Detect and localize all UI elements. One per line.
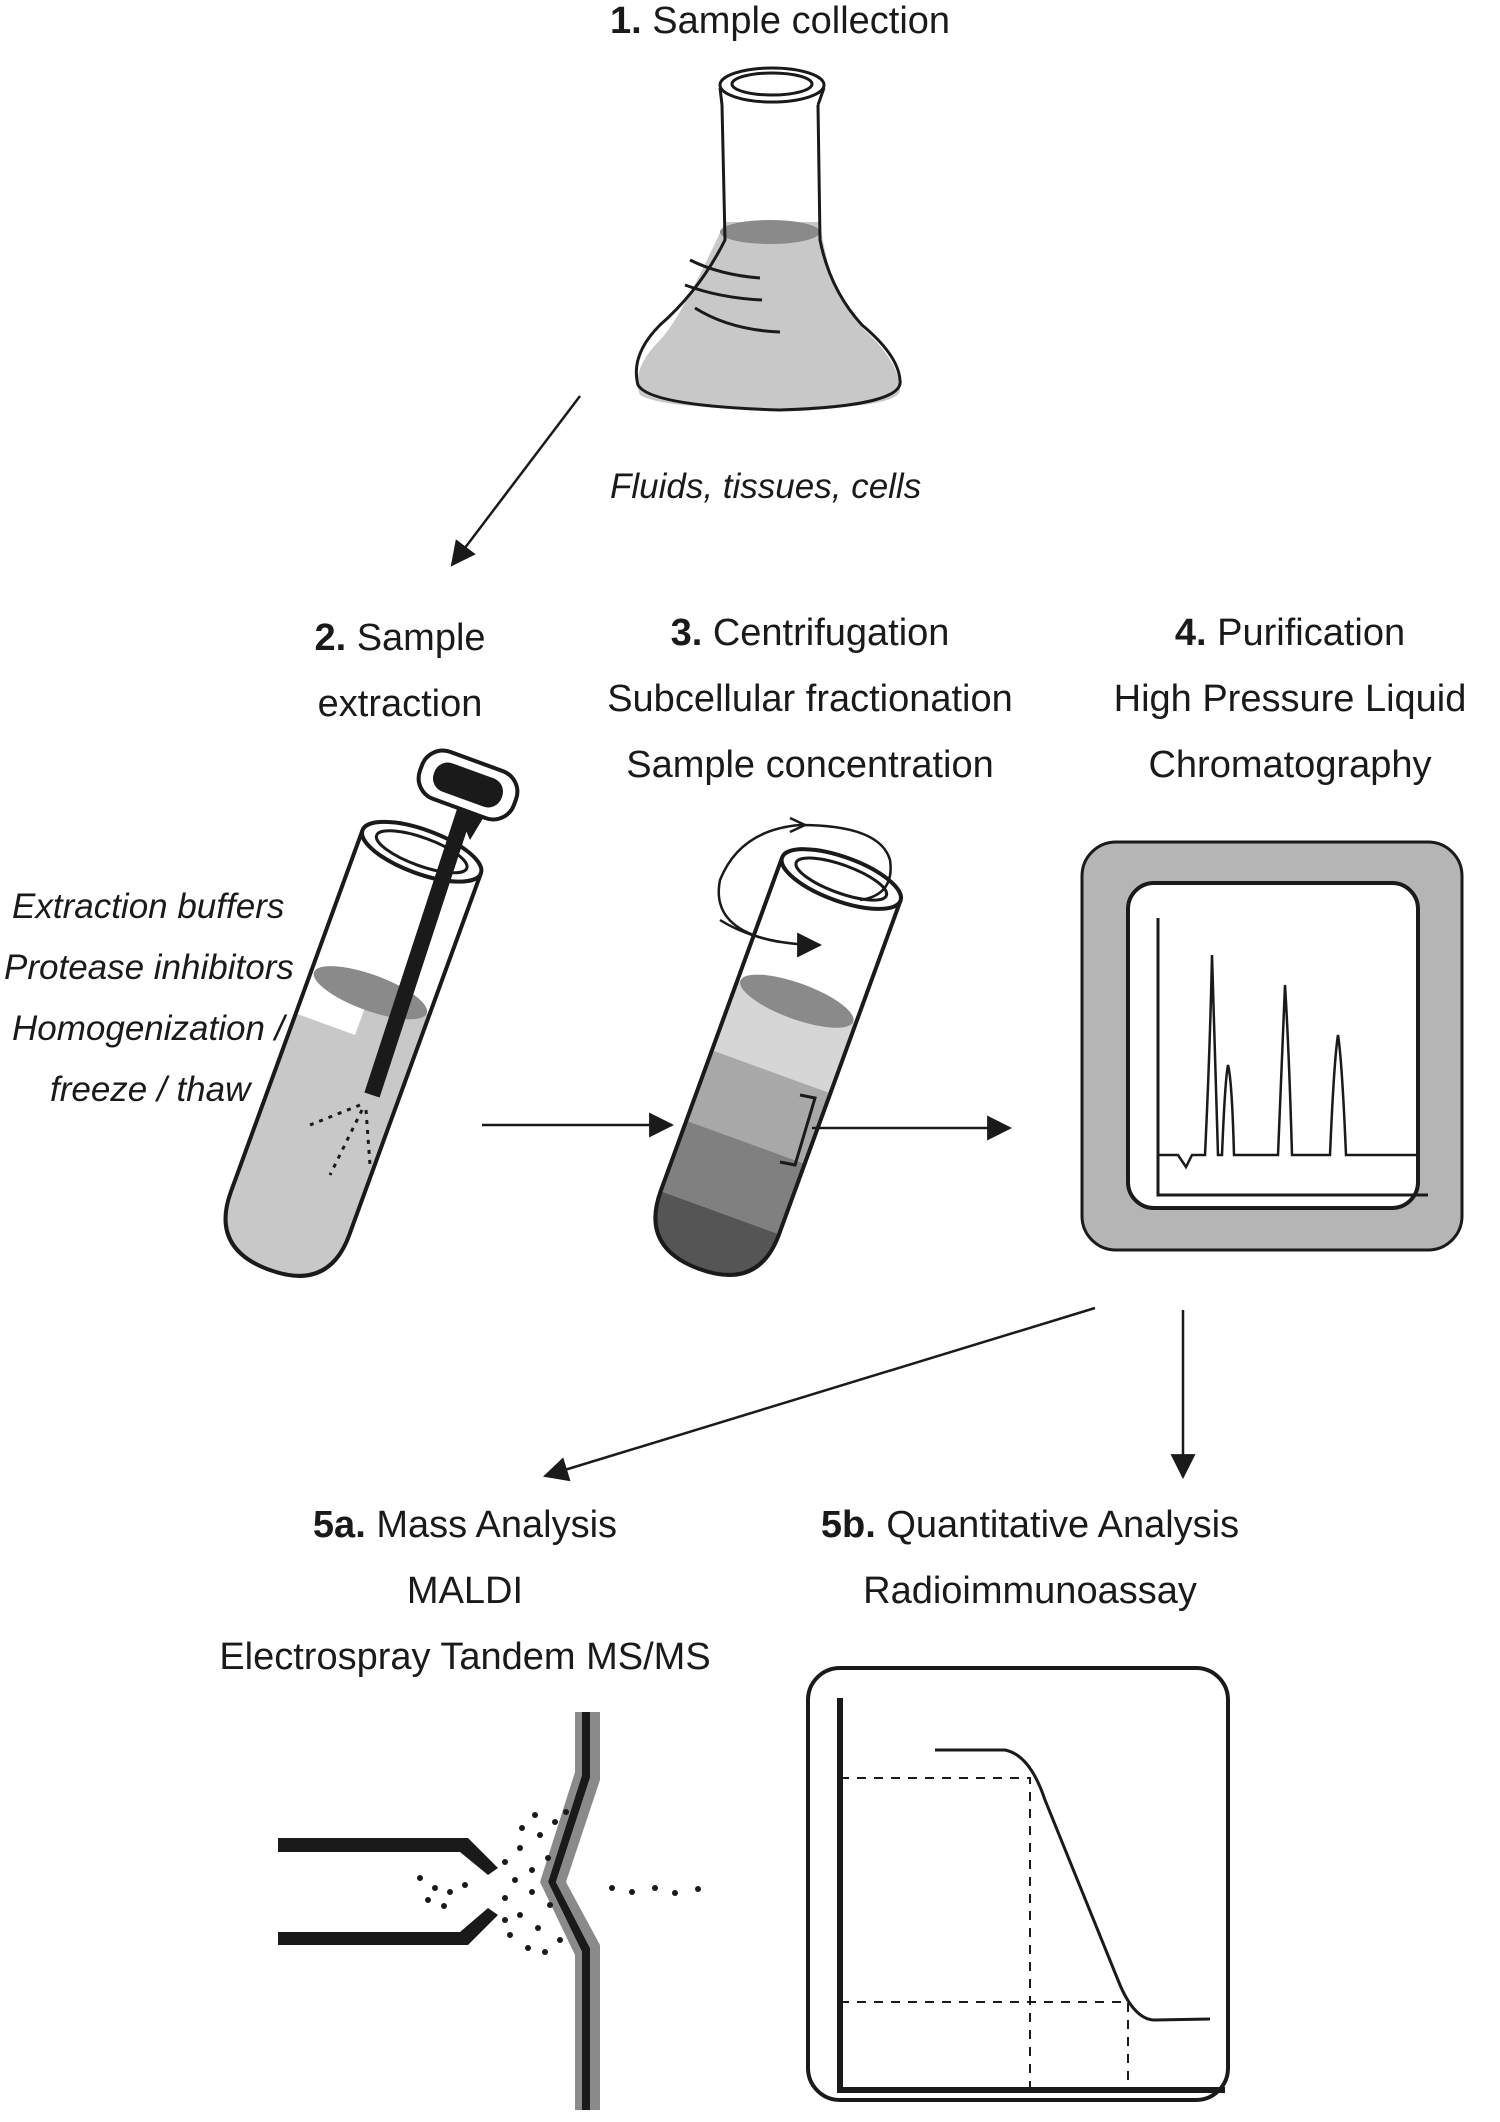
step2-line2: extraction bbox=[317, 683, 483, 725]
centrifuge-tube-icon bbox=[640, 816, 903, 1291]
step5b-number: 5b. bbox=[820, 1504, 876, 1546]
ria-curve-icon bbox=[806, 1666, 1230, 2102]
arrow-4-to-5a bbox=[543, 1306, 1096, 1482]
step4-line3: Chromatography bbox=[1148, 744, 1432, 786]
step2-note-1: Extraction buffers bbox=[12, 887, 285, 926]
step5a-number: 5a. bbox=[312, 1504, 366, 1546]
step2-note-2: Protease inhibitors bbox=[4, 948, 294, 987]
flow-arrows bbox=[450, 395, 1196, 1482]
step4-label: 4. Purification High Pressure Liquid Chr… bbox=[1070, 600, 1500, 798]
step2-note-4: freeze / thaw bbox=[50, 1070, 251, 1109]
step5a-line2: MALDI bbox=[406, 1570, 524, 1612]
step3-number: 3. bbox=[670, 612, 703, 654]
step3-label: 3. Centrifugation Subcellular fractionat… bbox=[560, 600, 1060, 798]
flask-icon bbox=[634, 66, 902, 412]
step1-label: 1. Sample collection bbox=[500, 0, 1060, 54]
hplc-monitor-icon bbox=[1080, 840, 1464, 1252]
step2-label: 2. Sample extraction bbox=[250, 605, 550, 737]
step3-line3: Sample concentration bbox=[626, 744, 994, 786]
step1-note: Fluids, tissues, cells bbox=[610, 467, 922, 506]
step3-line2: Subcellular fractionation bbox=[607, 678, 1013, 720]
homogenizer-tube-icon bbox=[223, 748, 520, 1278]
step2-number: 2. bbox=[314, 617, 347, 659]
step4-line2: High Pressure Liquid bbox=[1113, 678, 1467, 720]
step4-title: Purification bbox=[1217, 612, 1406, 654]
step2-title: Sample bbox=[356, 617, 486, 659]
step5b-title: Quantitative Analysis bbox=[886, 1504, 1240, 1546]
step5a-label: 5a. Mass Analysis MALDI Electrospray Tan… bbox=[190, 1492, 740, 1690]
step5b-label: 5b. Quantitative Analysis Radioimmunoass… bbox=[770, 1492, 1290, 1624]
arrow-1-to-2 bbox=[450, 395, 581, 567]
step1-title: Sample collection bbox=[652, 0, 951, 42]
electrospray-icon bbox=[278, 1712, 701, 2110]
step5a-title: Mass Analysis bbox=[376, 1504, 618, 1546]
step4-number: 4. bbox=[1174, 612, 1207, 654]
step1-number: 1. bbox=[609, 0, 642, 42]
step5a-line3: Electrospray Tandem MS/MS bbox=[219, 1636, 711, 1678]
step2-note-3: Homogenization / bbox=[12, 1009, 285, 1048]
step3-title: Centrifugation bbox=[712, 612, 950, 654]
step5b-line2: Radioimmunoassay bbox=[863, 1570, 1197, 1612]
